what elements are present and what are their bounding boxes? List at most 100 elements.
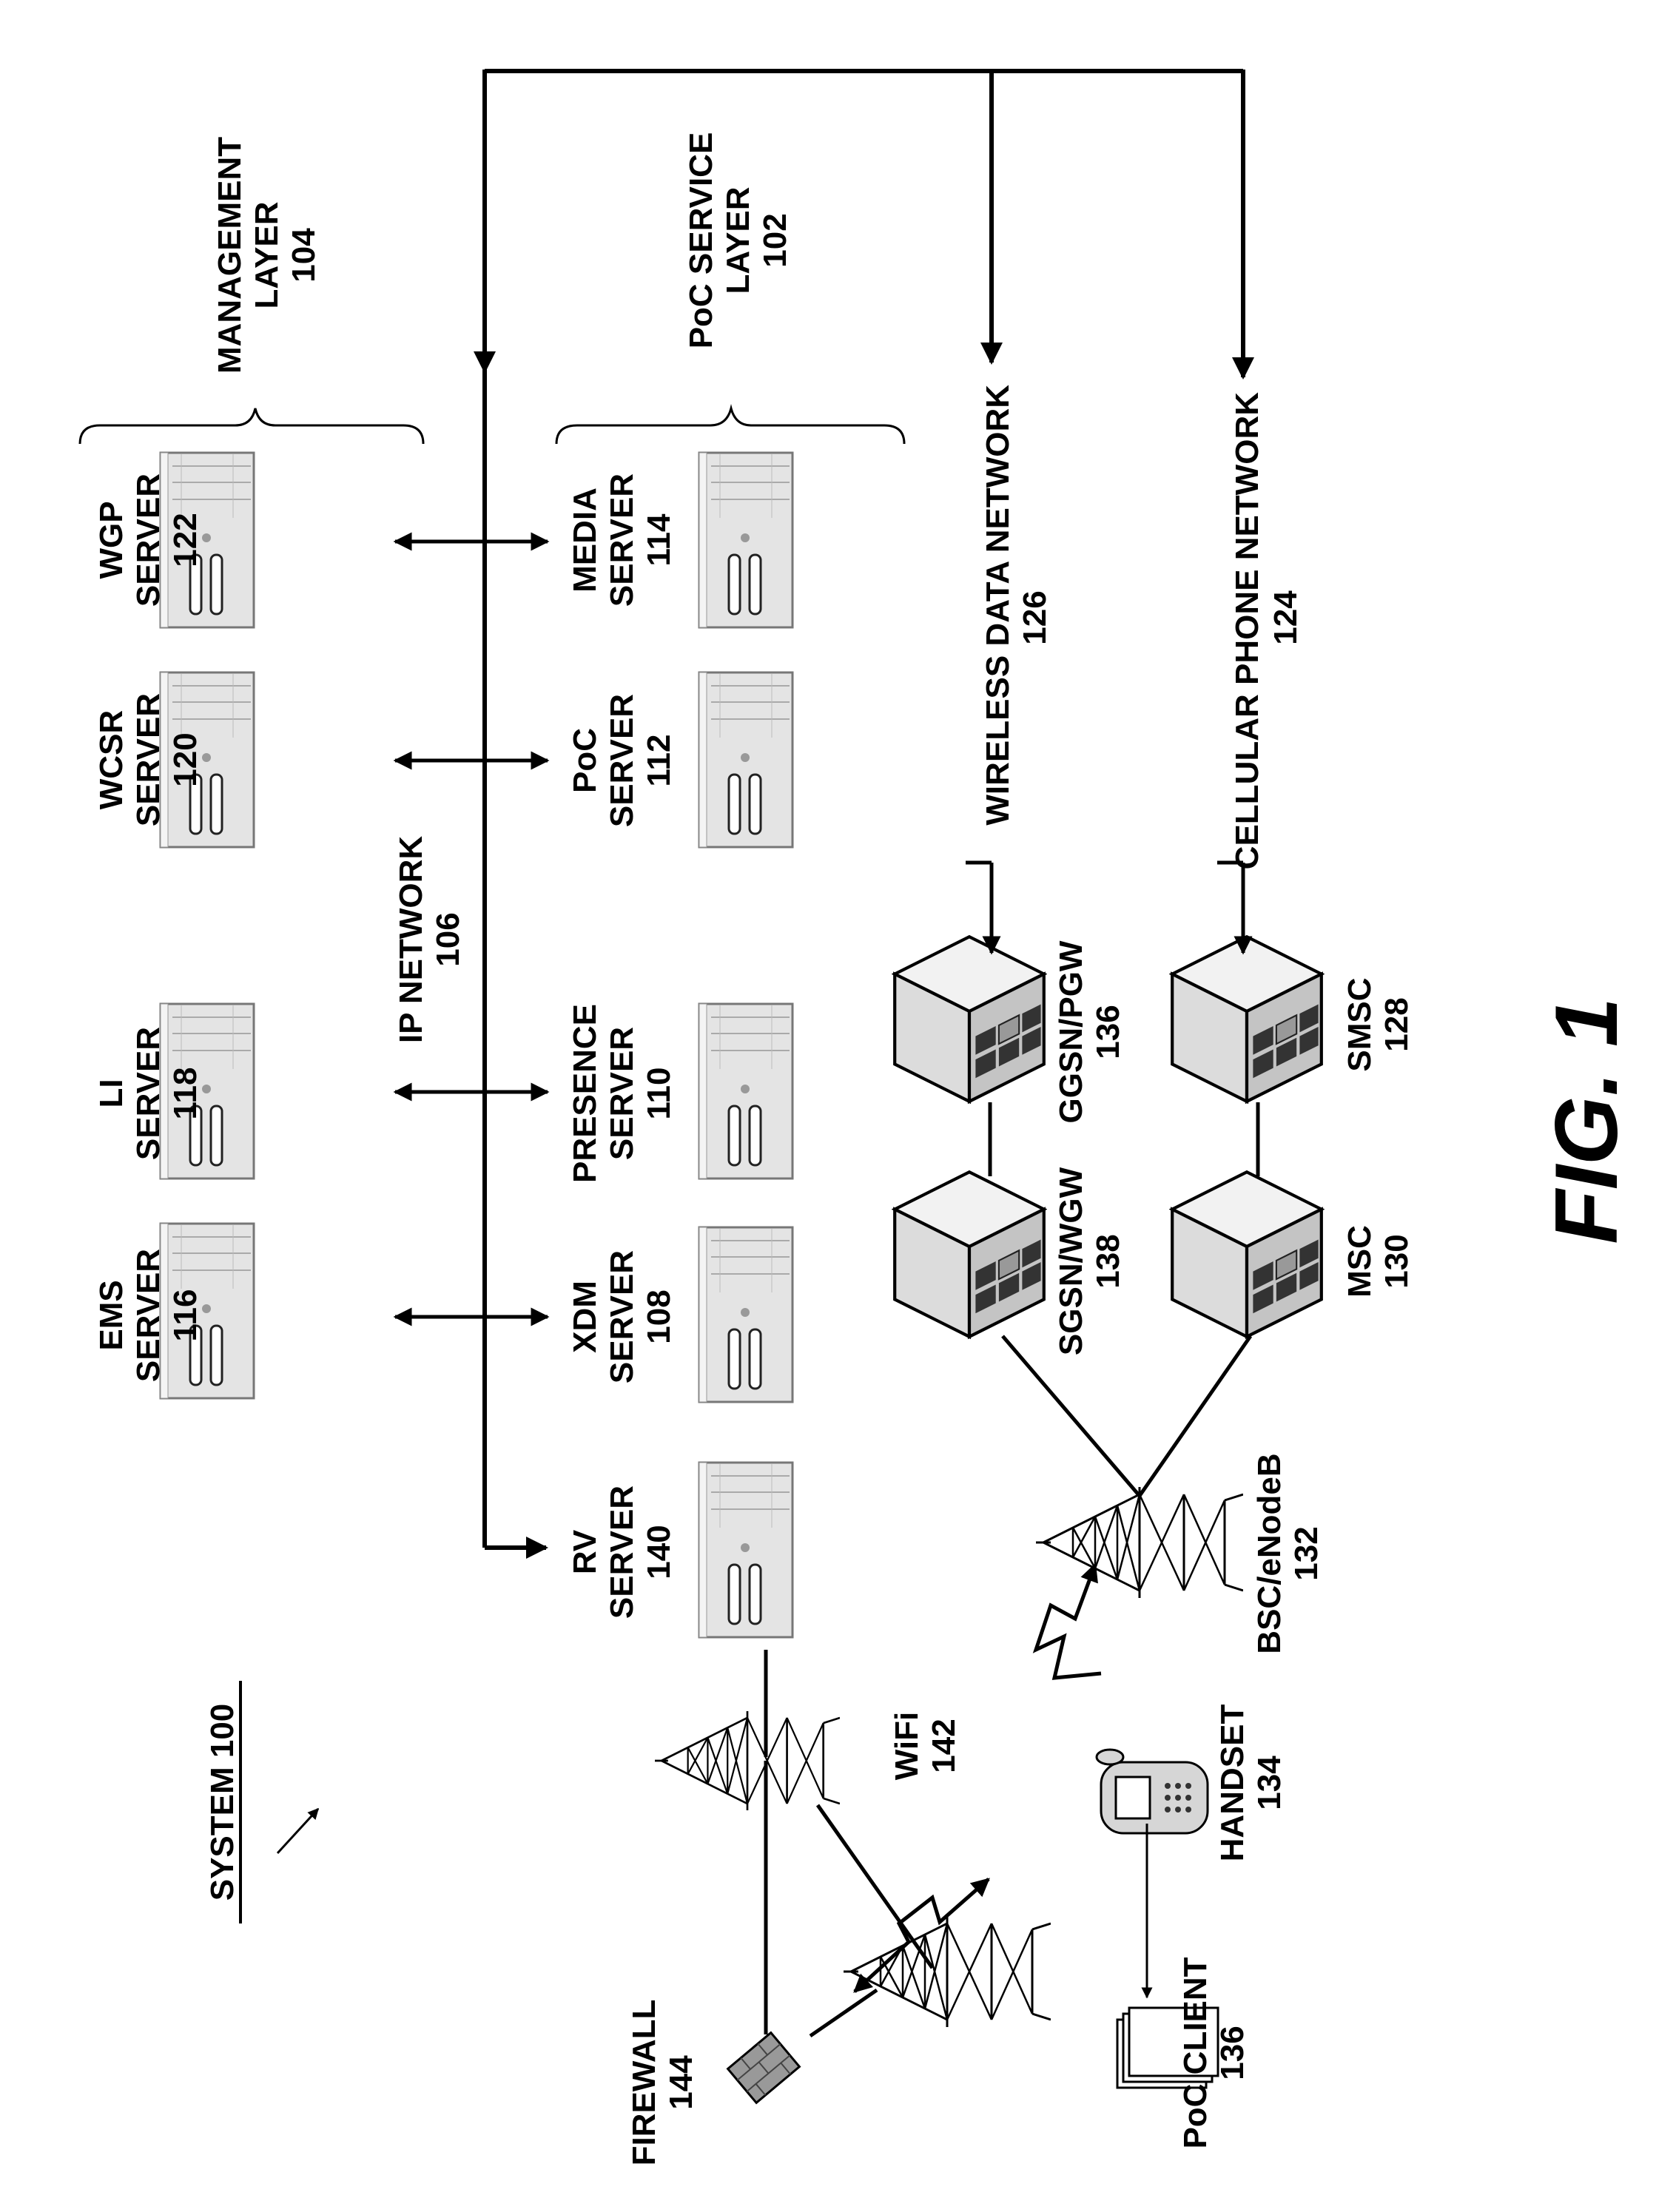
svg-text:108: 108 [641,1289,677,1343]
svg-text:WiFi: WiFi [889,1712,925,1780]
label-msc: MSC 130 [1342,1225,1415,1298]
svg-text:PoC: PoC [567,728,603,793]
label-ggsn-pgw: GGSN/PGW 136 [1053,940,1126,1123]
svg-text:SERVER: SERVER [604,473,640,607]
svg-text:SERVER: SERVER [604,1027,640,1160]
svg-text:WIRELESS DATA NETWORK: WIRELESS DATA NETWORK [980,385,1016,826]
handset-icon [1097,1750,1208,1833]
svg-text:SERVER: SERVER [130,693,166,826]
label-sgsn-wgw: SGSN/WGW 138 [1053,1167,1126,1355]
label-xdm-server: XDM SERVER 108 [567,1250,677,1383]
svg-text:136: 136 [1214,2026,1251,2080]
label-system: SYSTEM 100 [204,1704,240,1901]
presence-server [699,1004,792,1179]
svg-text:EMS: EMS [93,1280,129,1350]
label-wireless-data-network: WIRELESS DATA NETWORK [980,385,1016,826]
svg-text:PRESENCE: PRESENCE [567,1004,603,1183]
management-layer-brace [80,408,423,444]
label-rv-server: RV SERVER 140 [567,1486,677,1619]
svg-text:114: 114 [641,513,677,567]
svg-text:134: 134 [1251,1756,1288,1810]
media-server [699,453,792,627]
svg-text:BSC/eNodeB: BSC/eNodeB [1251,1453,1288,1653]
label-firewall: FIREWALL 144 [626,2000,699,2166]
svg-text:LI: LI [93,1079,129,1107]
svg-text:SERVER: SERVER [130,1249,166,1382]
svg-text:PoC CLIENT: PoC CLIENT [1177,1957,1214,2148]
svg-text:SERVER: SERVER [604,1250,640,1383]
label-poc-server: PoC SERVER 112 [567,694,677,827]
svg-text:138: 138 [1090,1234,1126,1288]
svg-text:116: 116 [167,1289,203,1342]
svg-text:SYSTEM 100: SYSTEM 100 [204,1704,240,1901]
svg-text:WCSR: WCSR [93,710,129,809]
svg-text:118: 118 [167,1068,203,1120]
svg-text:XDM: XDM [567,1281,603,1353]
svg-text:SERVER: SERVER [130,473,166,607]
wifi-tower [655,1711,840,1810]
svg-text:FIREWALL: FIREWALL [626,2000,662,2166]
svg-text:SERVER: SERVER [604,694,640,827]
svg-text:112: 112 [641,735,677,787]
label-poc-client: PoC CLIENT 136 [1177,1957,1251,2148]
service-layer-brace [556,408,904,444]
svg-text:WGP: WGP [93,501,129,579]
figure-title: FIG. 1 [1537,997,1636,1244]
svg-text:104: 104 [286,228,322,283]
label-bsc-enodeb: BSC/eNodeB 132 [1251,1453,1325,1653]
label-smsc: SMSC 128 [1342,977,1415,1071]
svg-text:120: 120 [167,732,203,786]
label-cellular-phone-network-num: 124 [1268,590,1304,645]
label-wifi: WiFi 142 [889,1712,962,1780]
svg-text:144: 144 [663,2055,699,2110]
svg-text:SGSN/WGW: SGSN/WGW [1053,1167,1089,1355]
svg-text:MEDIA: MEDIA [567,488,603,593]
svg-text:130: 130 [1379,1234,1415,1288]
label-media-server: MEDIA SERVER 114 [567,473,677,607]
svg-text:GGSN/PGW: GGSN/PGW [1053,940,1089,1123]
svg-text:LAYER: LAYER [720,186,756,294]
wireless-link-bsc [1036,1565,1101,1678]
svg-text:SMSC: SMSC [1342,977,1378,1071]
access-links [766,1650,932,2036]
svg-text:SERVER: SERVER [604,1486,640,1619]
label-wireless-data-network-num: 126 [1017,590,1053,644]
svg-text:HANDSET: HANDSET [1214,1704,1251,1862]
sgsn-wgw-cube [895,1172,1044,1337]
svg-text:LAYER: LAYER [249,201,285,308]
label-presence-server: PRESENCE SERVER 110 [567,1004,677,1183]
rv-server [699,1463,792,1637]
ggsn-pgw-cube [895,937,1044,1102]
bsc-enodeb-tower [1036,1487,1243,1598]
svg-text:RV: RV [567,1529,603,1574]
system-pointer [277,1809,318,1853]
label-cellular-phone-network: CELLULAR PHONE NETWORK [1229,392,1265,870]
svg-text:110: 110 [641,1068,677,1120]
poc-server [699,672,792,847]
svg-text:MSC: MSC [1342,1225,1378,1298]
svg-text:126: 126 [1017,590,1053,644]
xdm-server [699,1227,792,1402]
label-ip-network: IP NETWORK 106 [393,836,466,1044]
label-poc-service-layer: PoC SERVICE LAYER 102 [683,132,793,349]
svg-text:142: 142 [926,1719,962,1773]
svg-text:FIG. 1: FIG. 1 [1537,997,1636,1244]
svg-text:MANAGEMENT: MANAGEMENT [212,137,248,374]
smsc-cube [1172,937,1322,1102]
svg-text:124: 124 [1268,590,1304,645]
svg-text:140: 140 [641,1525,677,1579]
svg-text:128: 128 [1379,997,1415,1051]
svg-text:106: 106 [430,912,466,966]
label-handset: HANDSET 134 [1214,1704,1288,1862]
svg-text:132: 132 [1288,1526,1325,1580]
msc-cube [1172,1172,1322,1337]
label-management-layer: MANAGEMENT LAYER 104 [212,137,322,374]
svg-text:SERVER: SERVER [130,1027,166,1160]
firewall-icon [728,2033,800,2103]
svg-text:136: 136 [1090,1005,1126,1059]
svg-text:CELLULAR PHONE NETWORK: CELLULAR PHONE NETWORK [1229,392,1265,870]
svg-text:102: 102 [757,213,793,267]
svg-text:122: 122 [167,513,203,567]
svg-text:PoC SERVICE: PoC SERVICE [683,132,719,349]
